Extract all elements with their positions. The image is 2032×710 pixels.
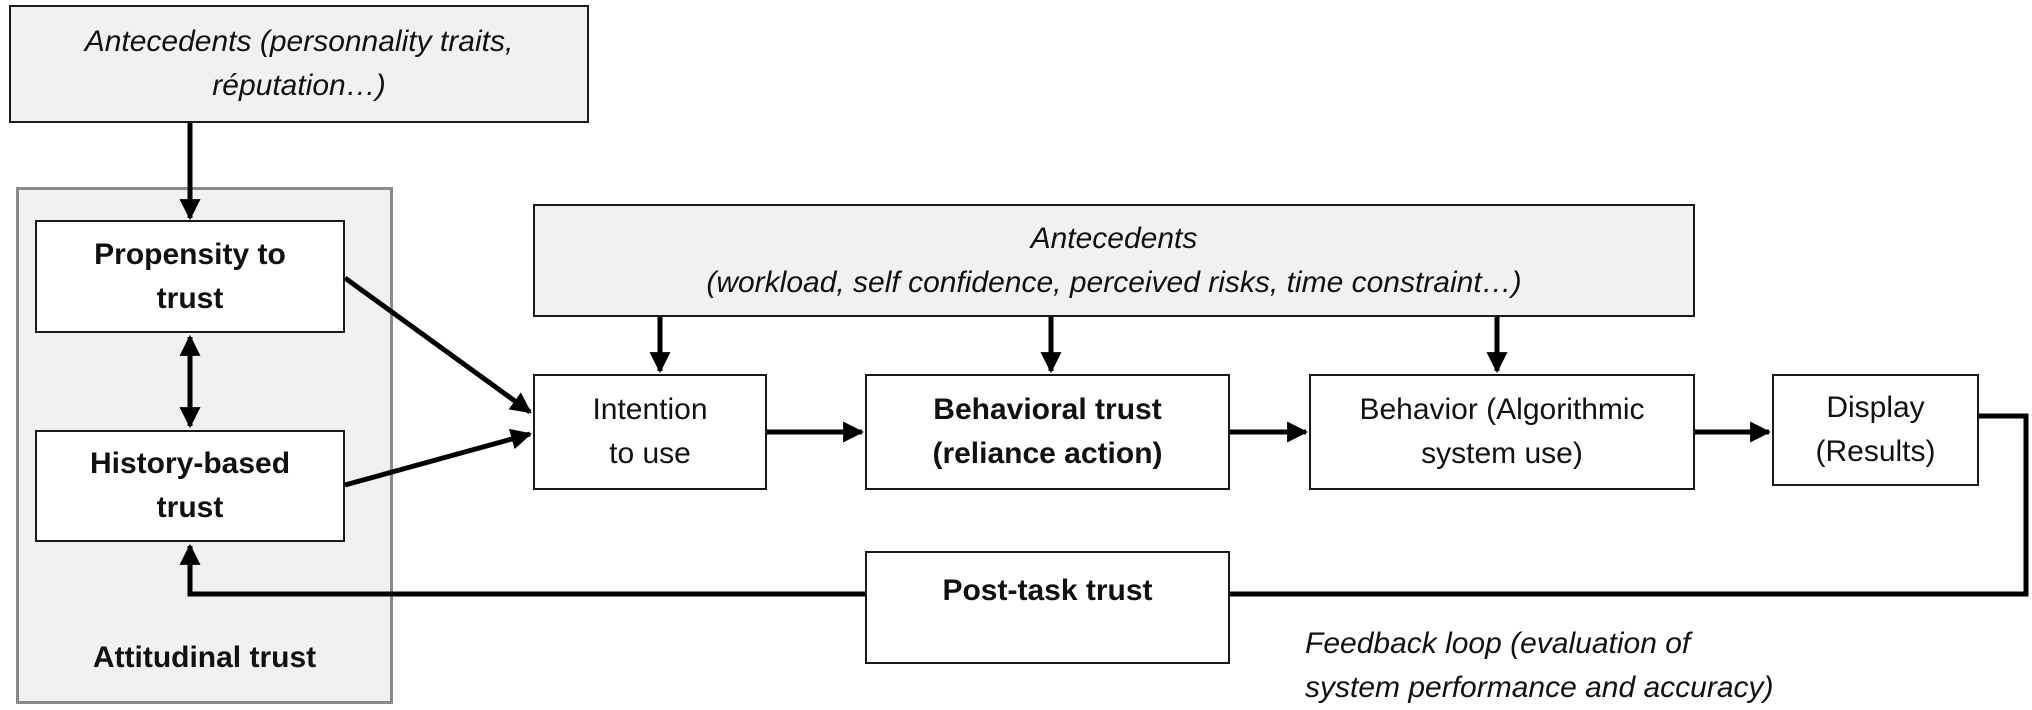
attitudinal-trust-label: Attitudinal trust xyxy=(92,641,317,674)
middle-antecedents-line1: Antecedents xyxy=(1030,221,1198,255)
behavior-box: Behavior (Algorithmic system use) xyxy=(1309,374,1695,490)
propensity-to-trust-box: Propensity to trust xyxy=(35,220,345,333)
display-line2: (Results) xyxy=(1815,435,1936,468)
behavior-line1: Behavior (Algorithmic xyxy=(1359,393,1645,426)
display-line1: Display xyxy=(1826,391,1925,424)
arrow-history-to-intention xyxy=(344,428,533,488)
feedback-line1: Feedback loop (evaluation of xyxy=(1305,627,1691,660)
post-task-trust-box: Post-task trust xyxy=(865,551,1230,664)
behavioral-line1: Behavioral trust xyxy=(933,393,1162,426)
propensity-line1: Propensity to xyxy=(94,237,286,271)
display-box: Display (Results) xyxy=(1772,374,1979,486)
arrow-post-task-to-history xyxy=(179,543,865,597)
middle-antecedents-box: Antecedents (workload, self confidence, … xyxy=(533,204,1695,317)
intention-to-use-box: Intention to use xyxy=(533,374,767,490)
history-line1: History-based xyxy=(89,447,291,480)
history-based-trust-box: History-based trust xyxy=(35,430,345,542)
top-antecedents-line1: Antecedents (personnality traits, xyxy=(84,25,514,58)
propensity-line2: trust xyxy=(156,281,224,315)
top-antecedents-box: Antecedents (personnality traits, réputa… xyxy=(9,5,589,123)
arrow-propensity-to-intention xyxy=(343,275,532,415)
post-task-label: Post-task trust xyxy=(942,574,1153,607)
feedback-loop-caption: Feedback loop (evaluation of system perf… xyxy=(1305,622,2025,710)
feedback-line2: system performance and accuracy) xyxy=(1305,671,1774,704)
arrow-feedback-loop xyxy=(1230,413,2029,597)
behavioral-trust-box: Behavioral trust (reliance action) xyxy=(865,374,1230,490)
behavioral-line2: (reliance action) xyxy=(932,437,1163,470)
behavior-line2: system use) xyxy=(1421,437,1583,470)
history-line2: trust xyxy=(156,491,224,524)
intention-line2: to use xyxy=(609,437,691,470)
intention-line1: Intention xyxy=(592,393,708,426)
middle-antecedents-line2: (workload, self confidence, perceived ri… xyxy=(706,265,1522,299)
top-antecedents-line2: réputation…) xyxy=(212,69,386,102)
